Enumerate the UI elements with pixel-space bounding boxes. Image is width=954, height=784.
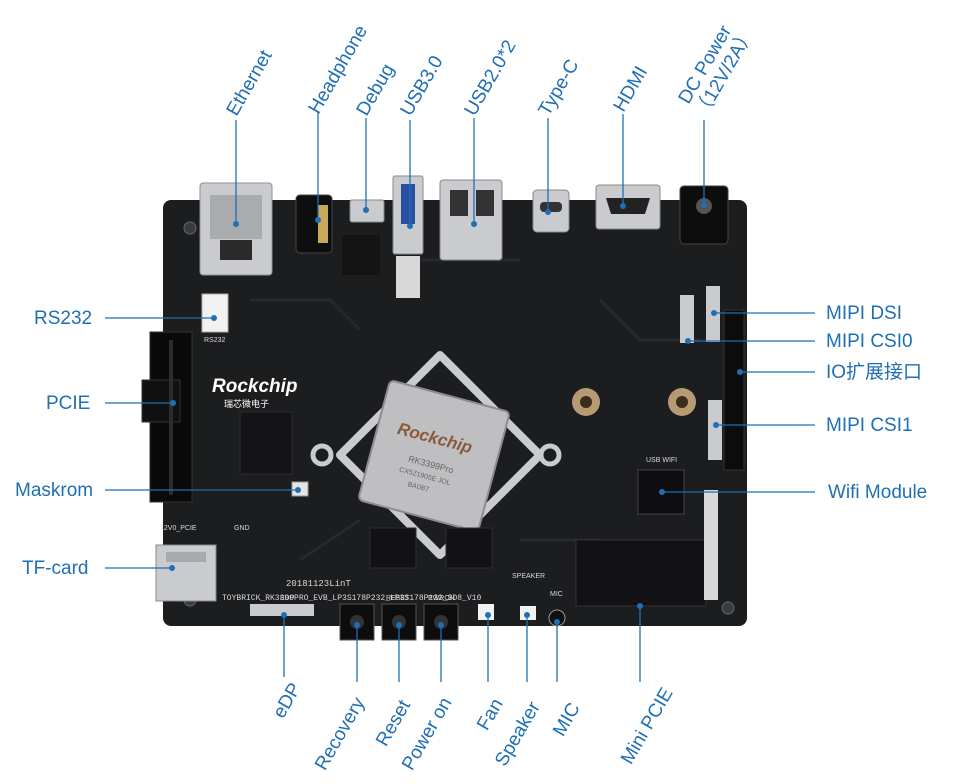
- pcie-slot: [141, 331, 193, 503]
- ram-chip: [369, 527, 417, 569]
- silk-edp: EDP: [280, 595, 295, 602]
- silk-reset: RESET: [386, 595, 410, 602]
- emmc-chip: [239, 411, 293, 475]
- label-mipi-csi0: MIPI CSI0: [826, 331, 913, 352]
- edp-connector: [250, 604, 314, 616]
- mount-pad: [580, 396, 592, 408]
- silk-gnd: GND: [234, 525, 250, 532]
- hdmi-port: [595, 184, 661, 230]
- board-brand: Rockchip: [212, 376, 298, 397]
- label-io-expansion: IO扩展接口: [826, 362, 923, 383]
- label-maskrom: Maskrom: [15, 480, 94, 501]
- silk-pwron: PWRON: [428, 595, 455, 602]
- label-pcie: PCIE: [46, 393, 91, 414]
- silk-date: 20181123LinT: [286, 579, 351, 589]
- fan-connector: [478, 604, 494, 620]
- silk-rs232: RS232: [204, 337, 226, 344]
- mini-pcie-edge: [704, 490, 718, 600]
- silk-12v-pcie: 12V0_PCIE: [160, 525, 197, 532]
- mipi-csi1-connector: [708, 400, 722, 460]
- dc-power-jack: [679, 185, 729, 245]
- mipi-csi0-connector: [680, 295, 694, 343]
- label-mipi-dsi: MIPI DSI: [826, 303, 903, 324]
- leader-dots: [169, 202, 743, 628]
- silk-speaker: SPEAKER: [512, 573, 545, 580]
- leader-lines: [105, 112, 815, 682]
- label-rs232: RS232: [34, 308, 93, 329]
- ram-chip: [445, 527, 493, 569]
- silk-usb-wifi: USB WIFI: [646, 457, 677, 464]
- board-brand-cn: 瑞芯微电子: [224, 398, 269, 409]
- usb20-port: [439, 179, 503, 261]
- label-tfcard: TF-card: [22, 558, 89, 579]
- rs232-connector: [201, 293, 229, 333]
- io-header: [723, 309, 745, 471]
- silk-mic: MIC: [550, 591, 563, 598]
- soc-chip: Rockchip RK3399Pro CX5Z1905E JOL BA0B7: [358, 380, 510, 532]
- silk-model: TOYBRICK_RK3399PRO_EVB_LP3S178P232_LP3S1…: [222, 594, 481, 603]
- label-wifi-module: Wifi Module: [828, 482, 928, 503]
- usb30-port: [392, 175, 424, 298]
- mini-pcie-slot: [575, 539, 707, 607]
- mount-pad: [676, 396, 688, 408]
- label-mipi-csi1: MIPI CSI1: [826, 415, 913, 436]
- headphone-jack: [295, 194, 333, 254]
- typec-port: [532, 189, 570, 233]
- debug-port: [342, 199, 385, 275]
- tfcard-slot: [155, 544, 217, 602]
